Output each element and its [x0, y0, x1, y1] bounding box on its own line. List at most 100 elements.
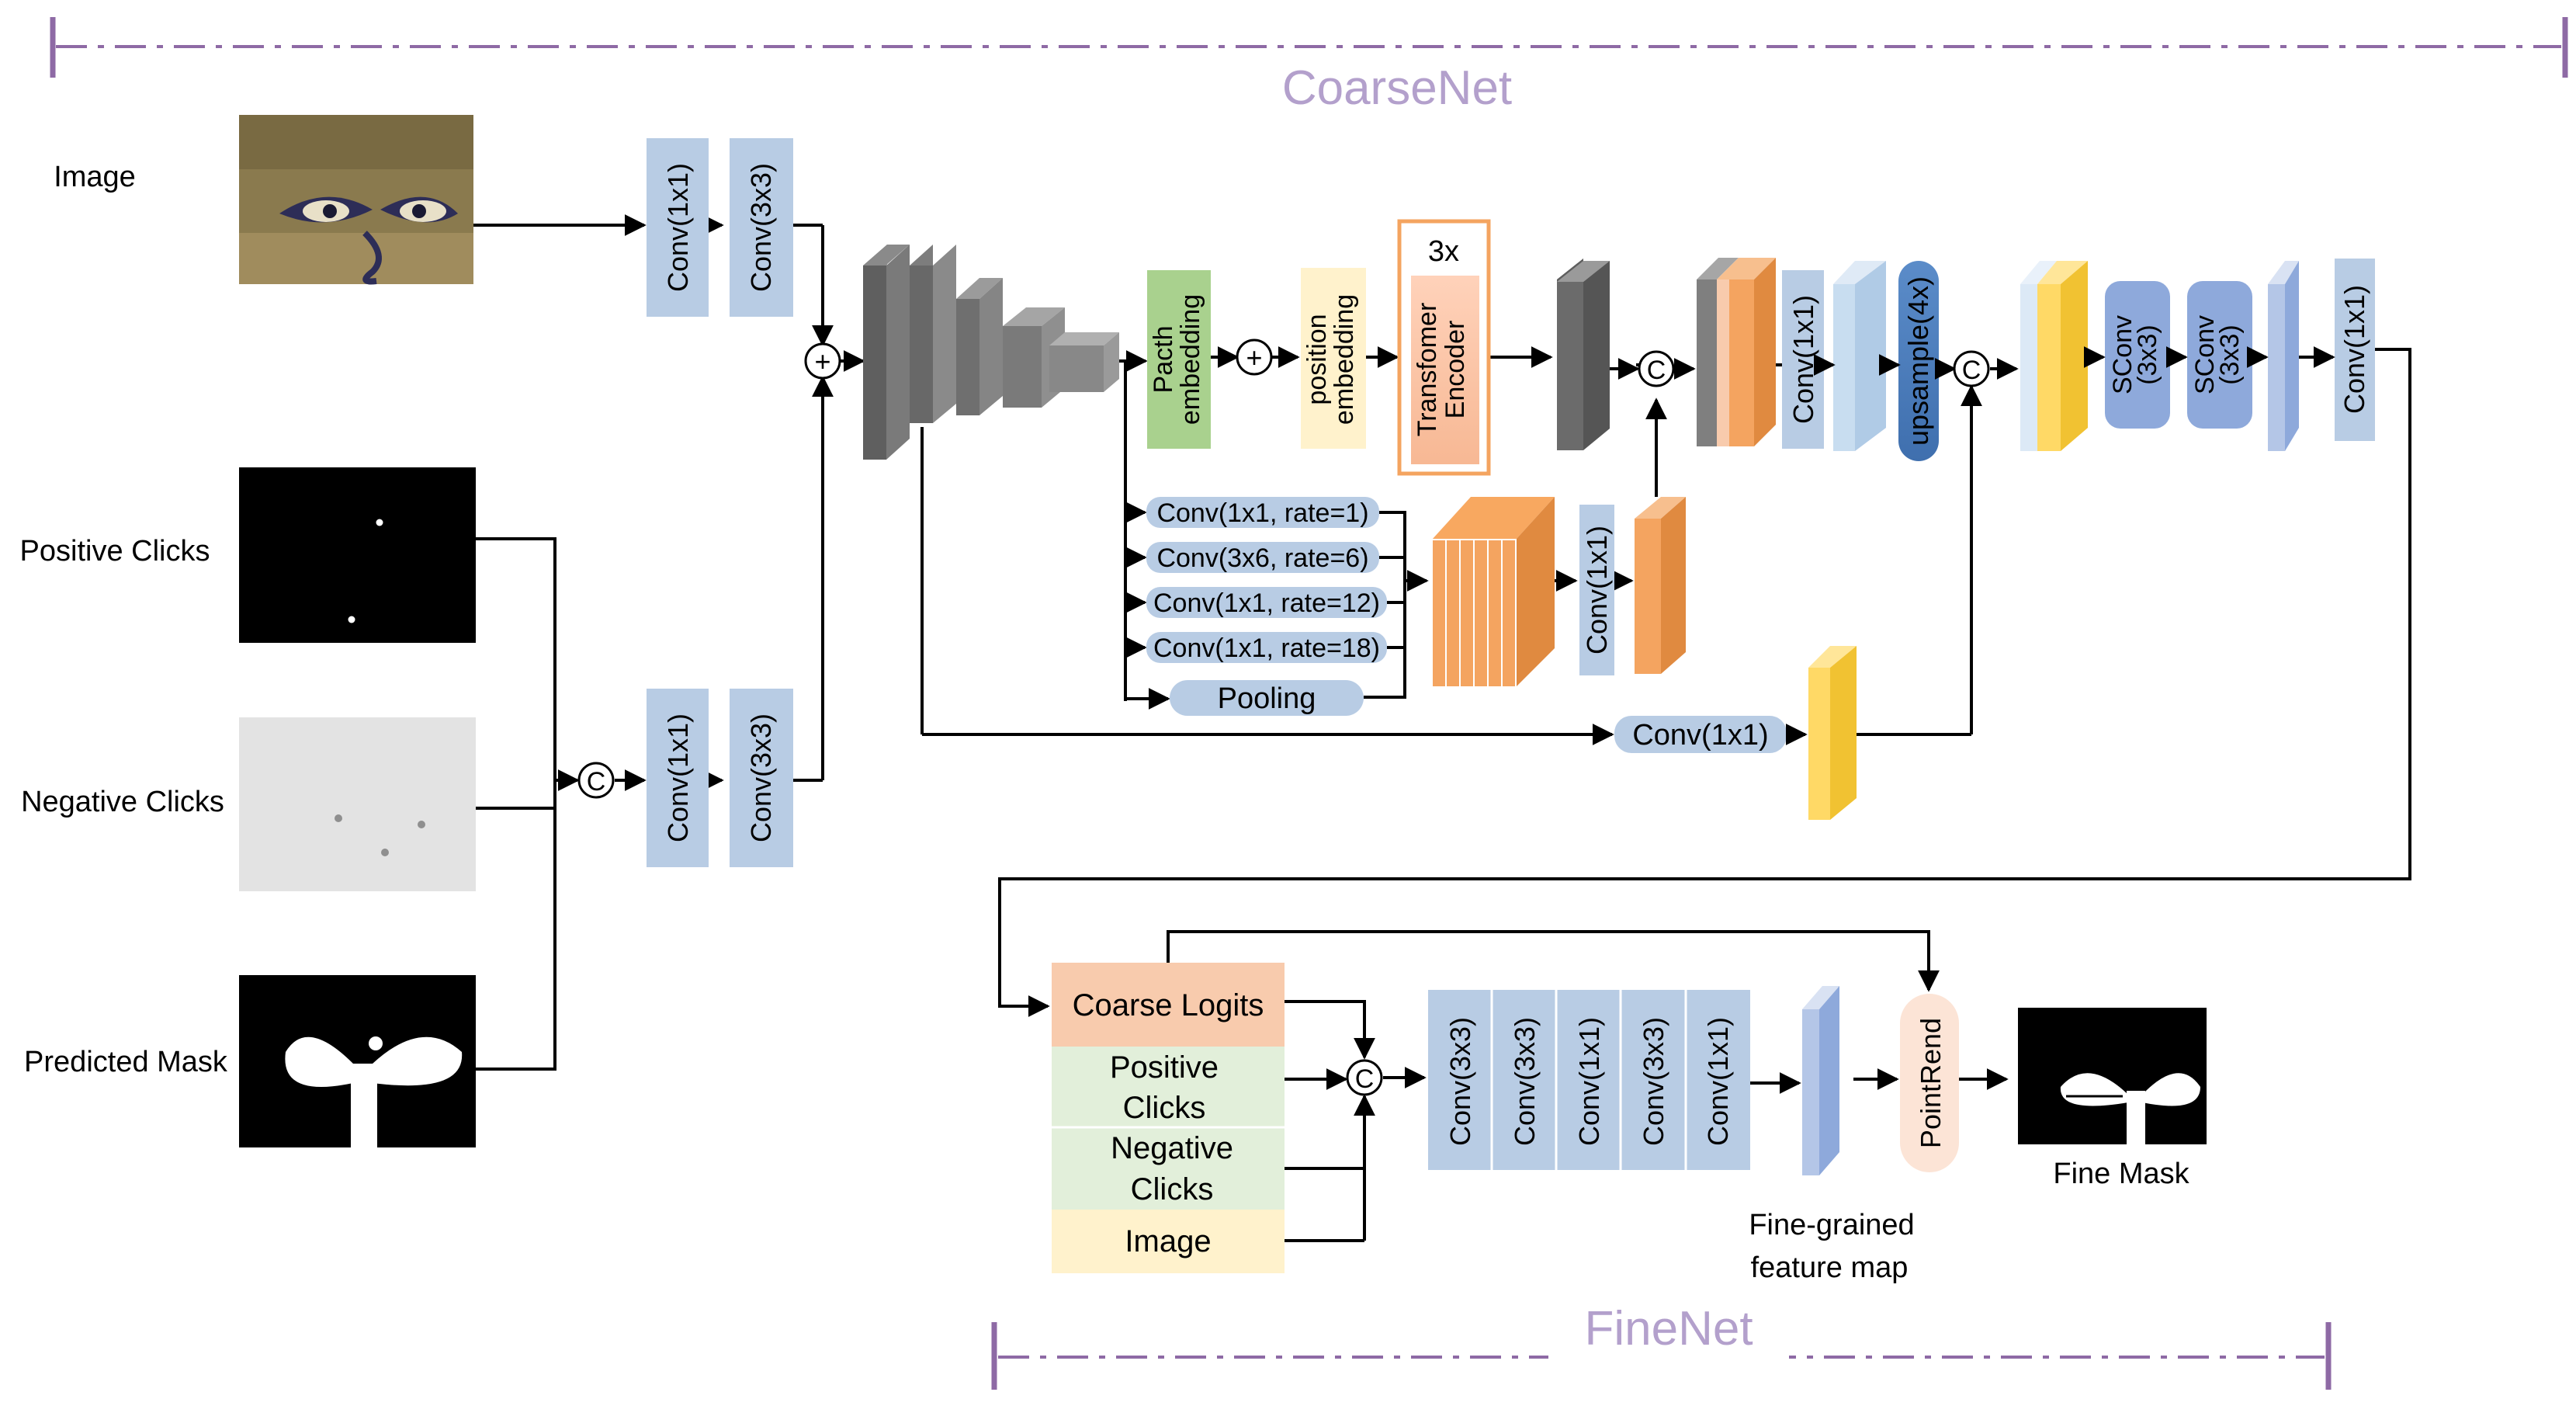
- decoder-blue-feature: [2268, 261, 2299, 451]
- svg-text:SConv: SConv: [2108, 315, 2137, 394]
- fine-grained-label-line2: feature map: [1751, 1252, 1909, 1284]
- fine-wires: [1167, 930, 2009, 1242]
- fine-conv3x3-2: Conv(3x3): [1509, 1017, 1541, 1146]
- svg-text:PointRend: PointRend: [1915, 1018, 1947, 1148]
- decoder-conv1x1-a: Conv(1x1): [1782, 270, 1824, 449]
- svg-text:Conv(3x6, rate=6): Conv(3x6, rate=6): [1156, 543, 1368, 573]
- input-image-thumbnail: [239, 115, 473, 285]
- svg-text:Pooling: Pooling: [1218, 682, 1316, 715]
- svg-text:Conv(1x1): Conv(1x1): [2339, 285, 2370, 414]
- transformer-repeat-label: 3x: [1428, 235, 1459, 268]
- concat-operator-decoder: C: [1638, 350, 1675, 387]
- svg-text:Conv(3x3): Conv(3x3): [745, 163, 777, 292]
- svg-text:Conv(1x1): Conv(1x1): [662, 713, 694, 842]
- svg-text:Conv(1x1): Conv(1x1): [1581, 526, 1613, 654]
- fine-positive-clicks-line1: Positive: [1110, 1050, 1219, 1085]
- aspp-output-feature: [1635, 497, 1686, 674]
- skip-yellow-feature: [1808, 646, 1857, 820]
- fine-conv-stack: [1428, 990, 1750, 1170]
- svg-text:C: C: [1355, 1064, 1375, 1094]
- finenet-bracket: [991, 1297, 2332, 1390]
- fine-input-stack: [1052, 963, 1285, 1273]
- svg-text:(3x3): (3x3): [2215, 325, 2245, 384]
- transformer-encoder-block: 3x Transfomer Encoder: [1397, 219, 1491, 476]
- aspp-wires: [1364, 363, 1667, 699]
- svg-text:Conv(1x1): Conv(1x1): [662, 163, 694, 292]
- aspp-branch-3: Conv(1x1, rate=12): [1146, 587, 1387, 618]
- fine-negative-clicks-line2: Clicks: [1131, 1172, 1214, 1206]
- svg-text:Conv(1x1, rate=12): Conv(1x1, rate=12): [1153, 588, 1380, 618]
- svg-text:+: +: [1246, 342, 1262, 373]
- entry-conv1x1-image: Conv(1x1): [647, 138, 709, 317]
- aspp-branch-2: Conv(3x6, rate=6): [1146, 542, 1379, 573]
- svg-text:C: C: [1647, 356, 1666, 385]
- svg-text:Conv(3x3): Conv(3x3): [745, 713, 777, 842]
- coarsenet-bracket: [50, 17, 2568, 116]
- positive-clicks-label: Positive Clicks: [20, 535, 210, 568]
- svg-text:Conv(1x1, rate=18): Conv(1x1, rate=18): [1153, 634, 1380, 663]
- fine-image-label: Image: [1125, 1224, 1211, 1258]
- entry-conv3x3-clicks: Conv(3x3): [730, 689, 793, 867]
- fine-mask-output: [2018, 1008, 2207, 1144]
- concat-operator-fine: C: [1346, 1059, 1383, 1096]
- svg-text:Conv(1x1): Conv(1x1): [1632, 719, 1768, 752]
- fine-grained-label-line1: Fine-grained: [1749, 1209, 1914, 1241]
- negative-clicks-label: Negative Clicks: [21, 786, 224, 818]
- fine-conv3x3-1: Conv(3x3): [1444, 1017, 1476, 1146]
- pointrend-block: PointRend: [1900, 994, 1959, 1172]
- decoder-light-blue-feature: [1833, 261, 1886, 451]
- sconv-block-2: SConv (3x3): [2187, 281, 2252, 429]
- svg-text:Conv(1x1, rate=1): Conv(1x1, rate=1): [1156, 498, 1368, 528]
- aspp-concat-features: [1431, 497, 1555, 688]
- concat-operator-upsample: C: [1953, 350, 1990, 387]
- fine-positive-clicks-line2: Clicks: [1123, 1091, 1206, 1125]
- finenet-title: FineNet: [1584, 1302, 1753, 1356]
- aspp-conv1x1: Conv(1x1): [1579, 505, 1614, 675]
- entry-conv1x1-clicks: Conv(1x1): [647, 689, 709, 867]
- svg-text:Pacth: Pacth: [1149, 326, 1178, 394]
- decoder-conv1x1-b: Conv(1x1): [2335, 259, 2375, 441]
- svg-text:Transfomer: Transfomer: [1413, 303, 1442, 437]
- fine-mask-label: Fine Mask: [2053, 1158, 2189, 1190]
- sconv-block-1: SConv (3x3): [2105, 281, 2170, 429]
- svg-text:(3x3): (3x3): [2133, 325, 2162, 384]
- fine-conv3x3-3: Conv(3x3): [1638, 1017, 1669, 1146]
- svg-text:+: +: [814, 345, 830, 377]
- svg-text:C: C: [587, 767, 606, 797]
- backbone-encoder: [863, 245, 1119, 460]
- skip-conv1x1: Conv(1x1): [1614, 716, 1787, 753]
- decoder-wires-2: [1776, 354, 2019, 736]
- upsample-block: upsample(4x): [1898, 261, 1939, 461]
- svg-text:upsample(4x): upsample(4x): [1902, 276, 1934, 446]
- transformer-output-feature-3d: [1557, 261, 1610, 450]
- svg-text:embedding: embedding: [1330, 294, 1359, 425]
- svg-text:Conv(1x1): Conv(1x1): [1787, 295, 1819, 424]
- decoder-concat-feature: [1697, 258, 1776, 446]
- fine-negative-clicks-line1: Negative: [1111, 1131, 1233, 1165]
- svg-text:Encoder: Encoder: [1441, 321, 1470, 419]
- fine-conv1x1-2: Conv(1x1): [1702, 1017, 1734, 1146]
- svg-text:C: C: [1962, 356, 1981, 385]
- predicted-mask-label: Predicted Mask: [24, 1046, 228, 1078]
- patch-embedding-block: Pacth embedding: [1147, 270, 1211, 449]
- predicted-mask-map: [239, 975, 476, 1147]
- aspp-pooling: Pooling: [1170, 680, 1364, 716]
- entry-conv3x3-image: Conv(3x3): [730, 138, 793, 317]
- svg-text:position: position: [1302, 314, 1332, 404]
- concat-operator-clicks: C: [577, 762, 615, 799]
- coarsenet-title: CoarseNet: [1282, 61, 1512, 115]
- image-label: Image: [54, 161, 136, 193]
- svg-text:embedding: embedding: [1176, 294, 1205, 425]
- positive-clicks-map: [239, 467, 476, 643]
- fine-grained-feature-map: [1802, 986, 1839, 1175]
- svg-text:SConv: SConv: [2190, 315, 2220, 394]
- fine-coarse-logits-label: Coarse Logits: [1073, 988, 1264, 1022]
- negative-clicks-map: [239, 717, 476, 891]
- add-operator-input: +: [804, 342, 841, 380]
- backbone-wires: [920, 350, 1614, 745]
- decoder-wires-3: [998, 346, 2411, 1017]
- add-operator-position: +: [1236, 338, 1273, 376]
- fine-conv1x1-1: Conv(1x1): [1573, 1017, 1605, 1146]
- aspp-branch-1: Conv(1x1, rate=1): [1146, 497, 1379, 528]
